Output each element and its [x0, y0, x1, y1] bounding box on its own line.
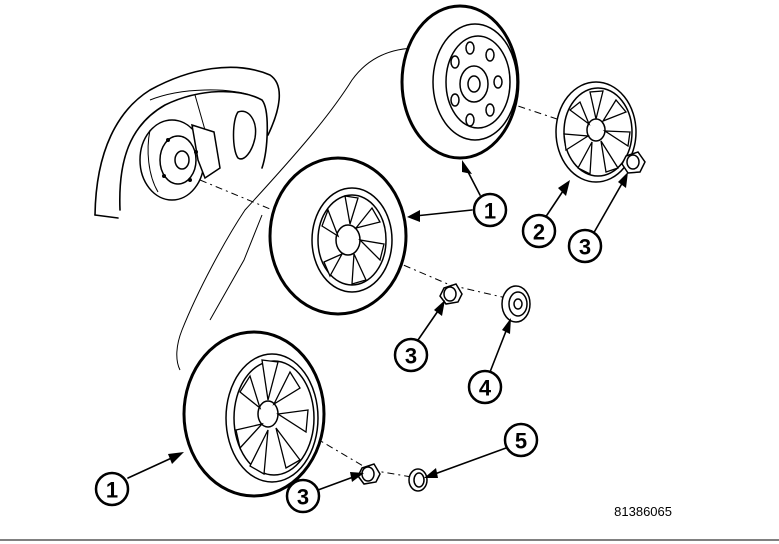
- callout-3-bottom: 3: [285, 478, 321, 514]
- leader-arrows: [127, 160, 628, 491]
- callout-label: 1: [106, 478, 118, 503]
- lug-nut-top: [621, 151, 646, 174]
- brake-hub-assembly: [139, 119, 221, 201]
- callout-label: 4: [479, 376, 492, 401]
- callout-label: 5: [515, 429, 527, 454]
- cast-wheel: [268, 156, 408, 316]
- callout-label: 1: [484, 199, 496, 224]
- assembly-path-outline: [176, 47, 419, 371]
- lug-nut-middle: [439, 283, 463, 305]
- callout-1-middle: 1: [472, 192, 508, 228]
- wheel-plug: [408, 468, 428, 492]
- callout-4: 4: [467, 369, 503, 405]
- wheel-cover: [555, 81, 637, 183]
- steel-wheel: [400, 4, 520, 160]
- vehicle-fender: [94, 66, 281, 219]
- center-cap: [501, 285, 531, 323]
- callout-3-top: 3: [567, 228, 603, 264]
- figure-id: 81386065: [614, 504, 672, 519]
- callout-2: 2: [521, 213, 557, 249]
- callout-label: 3: [579, 235, 591, 260]
- callout-5: 5: [503, 422, 539, 458]
- alloy-wheel: [182, 330, 326, 498]
- callout-label: 2: [533, 220, 545, 245]
- callout-1-bottom: 1: [94, 471, 130, 507]
- callout-label: 3: [405, 344, 417, 369]
- callout-3-middle: 3: [393, 337, 429, 373]
- callout-label: 3: [297, 485, 309, 510]
- assembly-path-outline-2: [209, 214, 263, 321]
